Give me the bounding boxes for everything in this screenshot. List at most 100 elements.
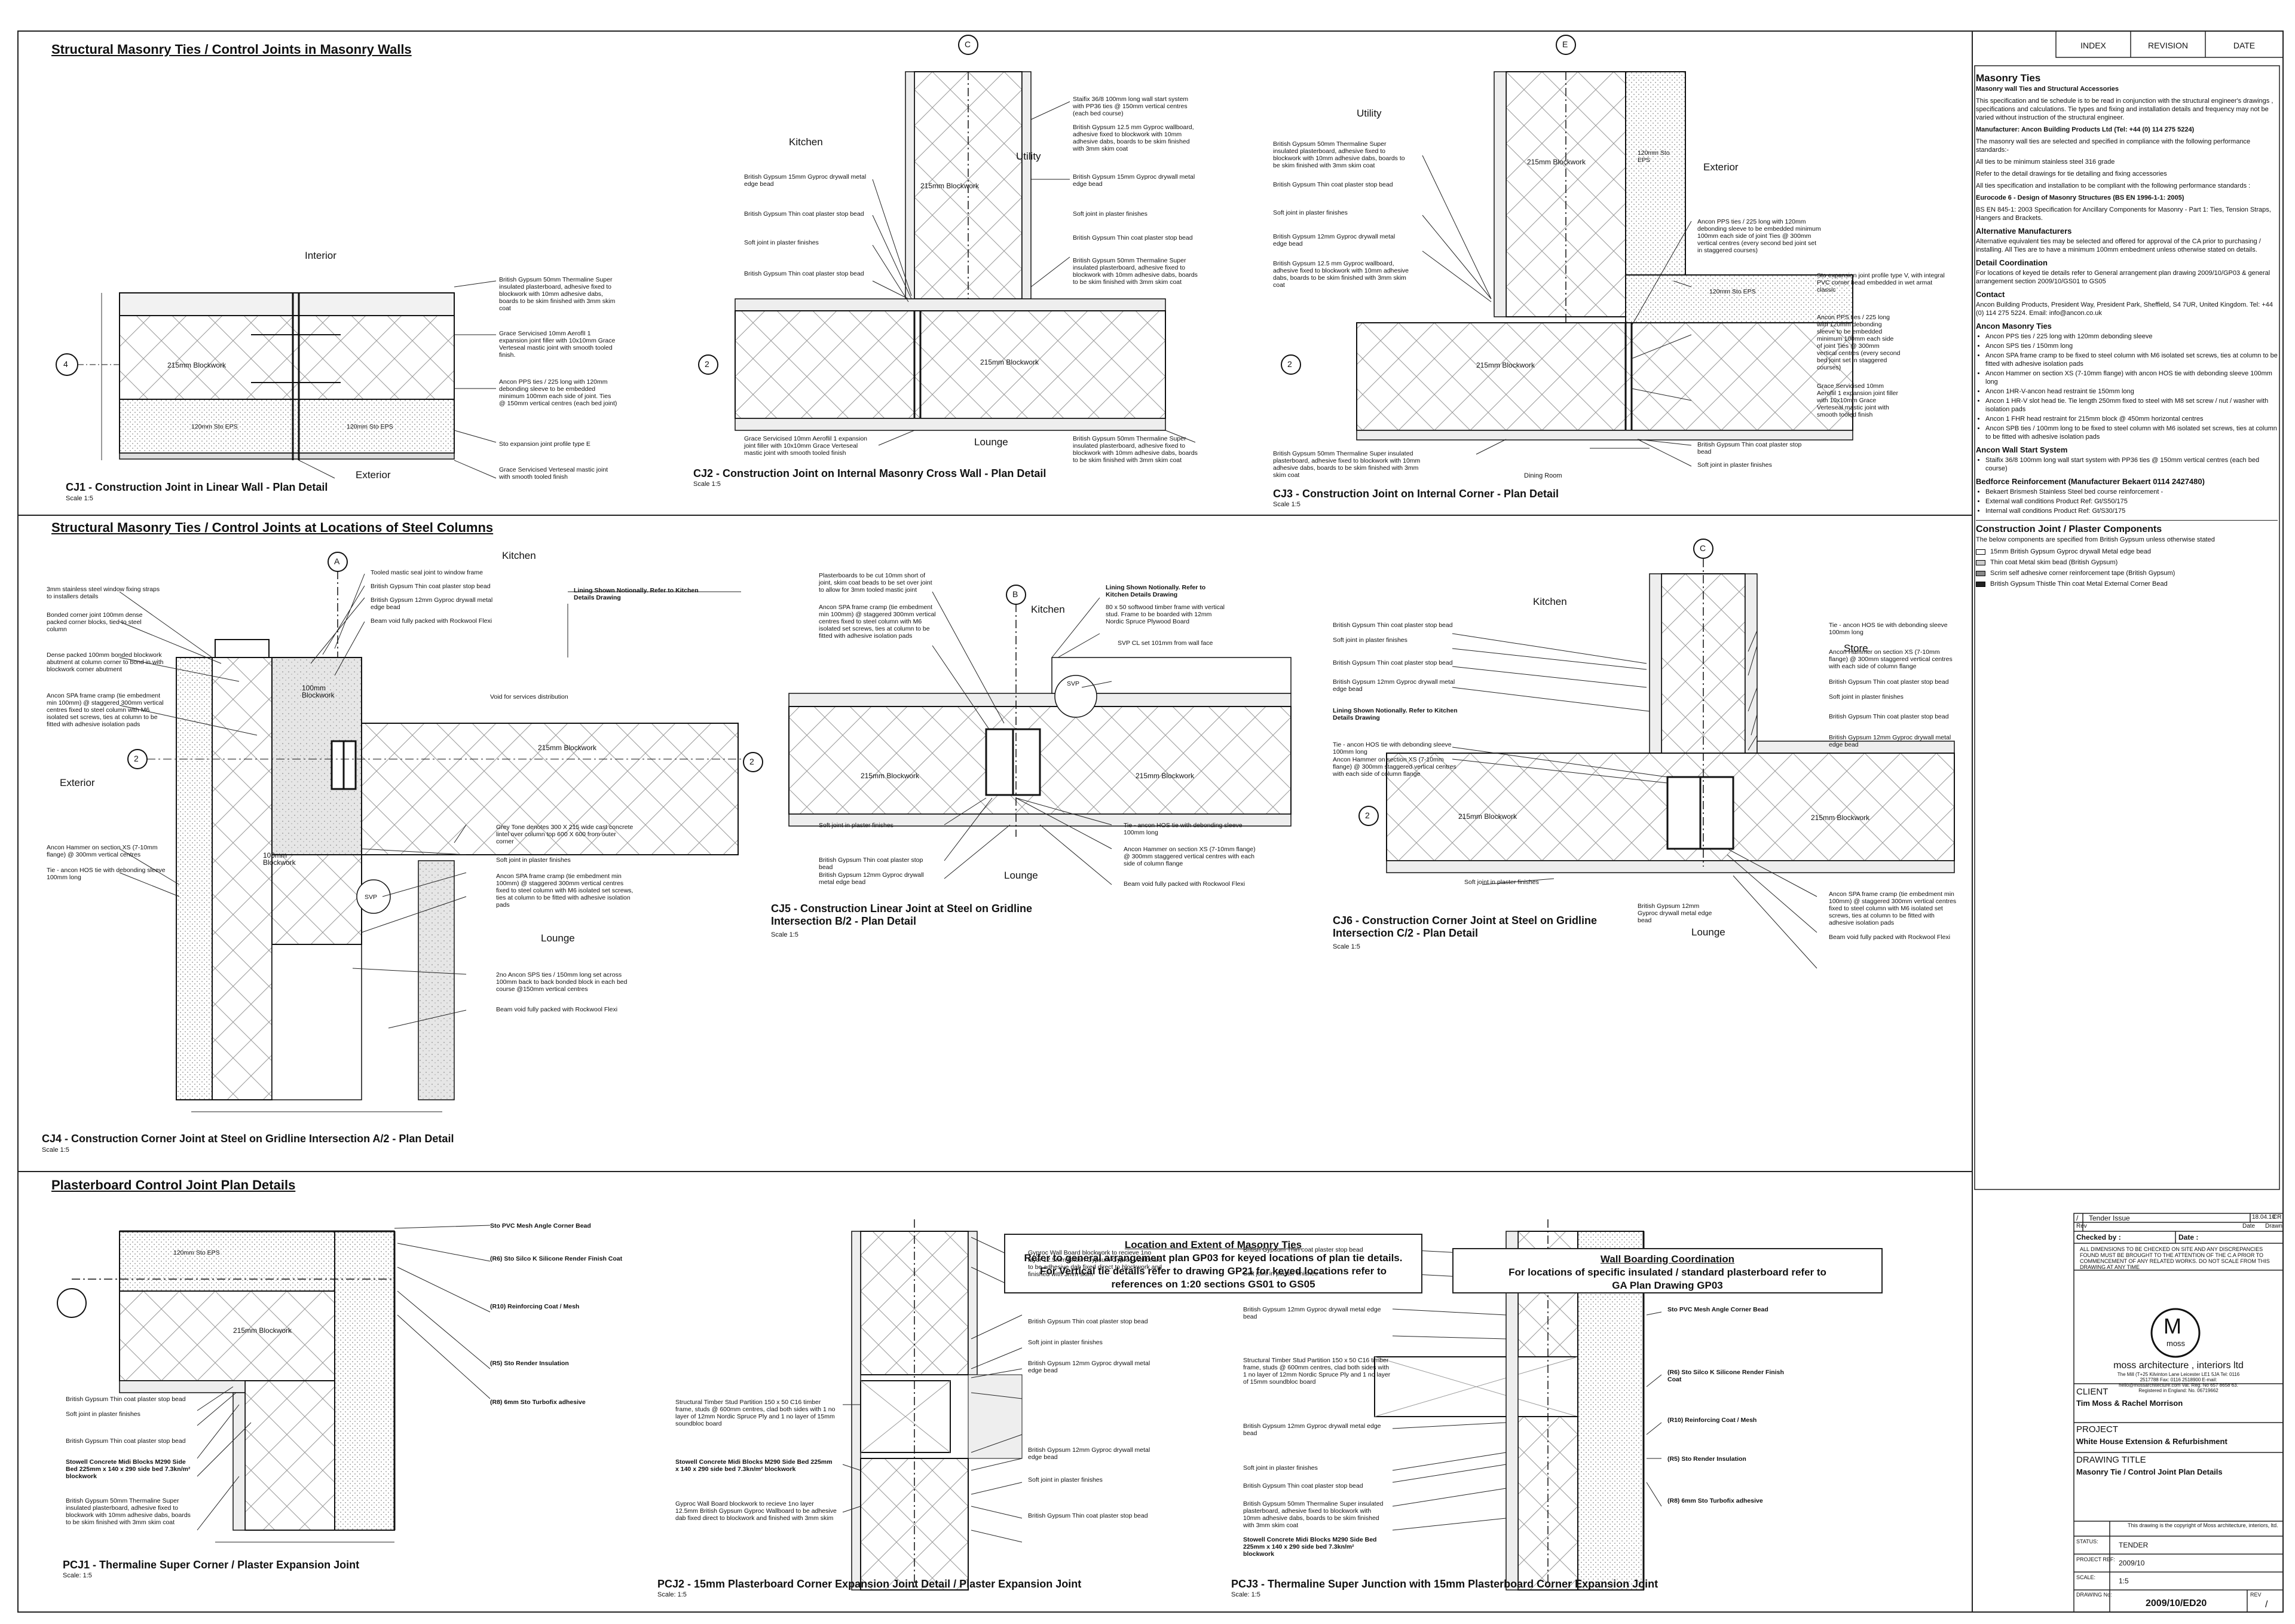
note-pcj3-timber-stud: Structural Timber Stud Partition 150 x 5…	[1243, 1357, 1391, 1386]
note-cj5-svp: SVP CL set 101mm from wall face	[1118, 640, 1213, 647]
note-pcj3-edge-bead-2: British Gypsum 12mm Gyproc drywall metal…	[1243, 1423, 1381, 1437]
note-cj6-edge-bead-right: British Gypsum 12mm Gyproc drywall metal…	[1829, 734, 1951, 748]
note-pcj2-soft-joint-2: Soft joint in plaster finishes	[1028, 1476, 1103, 1484]
note-cj4-lining: Lining Shown Notionally. Refer to Kitche…	[574, 587, 699, 601]
spec-p2: Manufacturer: Ancon Building Products Lt…	[1976, 126, 2195, 133]
note-cj4-spa-cramp: Ancon SPA frame cramp (tie embedment min…	[496, 873, 634, 909]
note-cj4-spa-cramp-left: Ancon SPA frame cramp (tie embedment min…	[47, 692, 164, 728]
list-item: Ancon 1 HR-V slot head tie. Tie length 2…	[1985, 397, 2278, 414]
note-cj5-timber-frame: 80 x 50 softwood timber frame with verti…	[1106, 604, 1225, 625]
label-blockwork-cj2: 215mm Blockwork	[980, 358, 1039, 366]
list-item: Ancon Hammer on section XS (7-10mm flang…	[1985, 369, 2278, 386]
note-cj2-edge-bead-left: British Gypsum 15mm Gyproc drywall metal…	[744, 173, 867, 188]
note-pcj2-soft-joint: Soft joint in plaster finishes	[1028, 1339, 1103, 1346]
tb-rev-label: Rev	[2076, 1223, 2087, 1230]
plaster-key-label: Thin coat Metal skim bead (British Gypsu…	[1990, 559, 2118, 566]
list-item: Ancon 1HR-V-ancon head restraint tie 150…	[1985, 387, 2278, 396]
note-pcj1-reinforcing: (R10) Reinforcing Coat / Mesh	[490, 1303, 580, 1310]
tb-dwgno: 2009/10/ED20	[2146, 1598, 2207, 1608]
masonry-box-line1: Refer to general arrangement plan GP03 f…	[1024, 1252, 1403, 1264]
wall-box-line1: For locations of specific insulated / st…	[1508, 1267, 1826, 1278]
tb-warning: ALL DIMENSIONS TO BE CHECKED ON SITE AND…	[2080, 1246, 2270, 1270]
tb-client-value: Tim Moss & Rachel Morrison	[2076, 1399, 2183, 1408]
tb-firm: moss architecture , interiors ltd	[2113, 1360, 2244, 1371]
grid-bubble-2-cj5: 2	[749, 757, 754, 766]
plaster-key-row: 15mm British Gypsum Gyproc drywall Metal…	[1976, 548, 2278, 556]
note-pcj3-turbofix: (R8) 6mm Sto Turbofix adhesive	[1667, 1497, 1763, 1504]
scale-cj5: Scale 1:5	[771, 931, 798, 938]
tb-rev-heading: REV	[2250, 1592, 2262, 1598]
note-cj6-spa-cramp: Ancon SPA frame cramp (tie embedment min…	[1829, 891, 1957, 926]
note-cj3-pps-ties-2: Ancon PPS ties / 225 long with 120mm deb…	[1817, 314, 1901, 371]
note-cj4-hammer: Ancon Hammer on section XS (7-10mm flang…	[47, 844, 158, 858]
note-cj6-soft-joint-bottom: Soft joint in plaster finishes	[1464, 879, 1539, 886]
tb-projref-label: PROJECT REF:	[2076, 1556, 2115, 1562]
note-pcj3-render-insulation: (R5) Sto Render Insulation	[1667, 1455, 1746, 1463]
note-pcj2-stop-bead: British Gypsum Thin coat plaster stop be…	[1028, 1318, 1148, 1325]
note-cj2-soft-joint-left: Soft joint in plaster finishes	[744, 239, 819, 246]
note-pcj2-stop-bead-2: British Gypsum Thin coat plaster stop be…	[1028, 1512, 1148, 1519]
note-cj5-edge-bead: British Gypsum 12mm Gyproc drywall metal…	[819, 871, 924, 886]
note-cj1-sto-profile: Sto expansion joint profile type E	[499, 441, 590, 448]
note-pcj1-turbofix: (R8) 6mm Sto Turbofix adhesive	[490, 1399, 586, 1406]
note-cj3-stop-bead: British Gypsum Thin coat plaster stop be…	[1273, 181, 1393, 188]
label-blockwork-cj1: 215mm Blockwork	[167, 361, 227, 369]
label-eps-cj3-wall: 120mm Sto EPS	[1638, 149, 1670, 164]
note-cj3-soft-joint-bottom: Soft joint in plaster finishes	[1697, 461, 1772, 469]
tb-drawing-title-heading: DRAWING TITLE	[2076, 1455, 2146, 1465]
tb-project-value: White House Extension & Refurbishment	[2076, 1437, 2227, 1446]
caption-cj5: CJ5 - Construction Linear Joint at Steel…	[771, 903, 1033, 927]
spec-contact-heading: Contact	[1976, 290, 2005, 299]
note-cj6-soft-joint-right: Soft joint in plaster finishes	[1829, 693, 1904, 701]
note-pcj3-silco: (R6) Sto Silco K Silicone Render Finish …	[1667, 1369, 1784, 1383]
note-cj4-stop-bead: British Gypsum Thin coat plaster stop be…	[371, 583, 491, 590]
note-cj5-soft-joint: Soft joint in plaster finishes	[819, 822, 893, 829]
scale-pcj2: Scale: 1:5	[657, 1591, 687, 1598]
room-exterior-cj3: Exterior	[1703, 161, 1739, 173]
note-pcj1-thermaline: British Gypsum 50mm Thermaline Super ins…	[66, 1497, 191, 1526]
detail-cj4	[119, 552, 741, 1112]
list-item: Bekaert Brismesh Stainless Steel bed cou…	[1985, 488, 2278, 496]
tb-rev-date: 18.04.10	[2252, 1214, 2275, 1221]
plaster-key-label: 15mm British Gypsum Gyproc drywall Metal…	[1990, 548, 2151, 555]
caption-pcj1: PCJ1 - Thermaline Super Corner / Plaster…	[63, 1559, 360, 1571]
label-100-block-cj4-top: 100mm Blockwork	[302, 684, 335, 699]
grid-bubble-2-cj4: 2	[134, 754, 139, 763]
plaster-key-row: Scrim self adhesive corner reinforcement…	[1976, 569, 2278, 577]
note-cj5-hos-tie: Tie - ancon HOS tie with debonding sleev…	[1124, 822, 1243, 836]
tb-date-label: Date	[2242, 1223, 2256, 1230]
note-cj2-stop-bead-right: British Gypsum Thin coat plaster stop be…	[1073, 234, 1193, 241]
tb-copyright: This drawing is the copyright of Moss ar…	[2128, 1522, 2278, 1528]
note-cj6-stop-bead-right: British Gypsum Thin coat plaster stop be…	[1829, 678, 1949, 686]
note-cj3-aeroflil: Grace Servicised 10mm Aeroflil 1 expansi…	[1817, 383, 1898, 418]
room-kitchen-cj2: Kitchen	[789, 136, 823, 148]
list-item: Ancon SPS ties / 150mm long	[1985, 342, 2278, 350]
note-pcj3-stop-bead-2: British Gypsum Thin coat plaster stop be…	[1243, 1482, 1363, 1490]
note-cj5-spa-cramp: Ancon SPA frame cramp (tie embedment min…	[819, 604, 936, 640]
scale-cj3: Scale 1:5	[1273, 501, 1300, 508]
list-item: Ancon SPB ties / 100mm long to be fixed …	[1985, 424, 2278, 441]
label-blockwork-cj3-wall: 215mm Blockwork	[1527, 158, 1586, 166]
note-cj2-aeroflil: Grace Servicised 10mm Aeroflil 1 expansi…	[744, 435, 868, 457]
note-pcj2-stowell: Stowell Concrete Midi Blocks M290 Side B…	[675, 1458, 833, 1473]
wall-box-line2: GA Plan Drawing GP03	[1612, 1280, 1723, 1291]
scale-cj1: Scale 1:5	[66, 495, 93, 502]
note-pcj1-corner-bead: Sto PVC Mesh Angle Corner Bead	[490, 1222, 591, 1230]
label-blockwork-cj5: 215mm Blockwork	[861, 772, 920, 780]
note-cj6-soft-joint: Soft joint in plaster finishes	[1333, 637, 1407, 644]
note-cj1-aeroflil: Grace Servicised 10mm AeroflI 1 expansio…	[499, 330, 616, 359]
caption-cj4: CJ4 - Construction Corner Joint at Steel…	[42, 1133, 454, 1145]
scale-cj2: Scale 1:5	[693, 481, 721, 488]
wall-boarding-box: Wall Boarding Coordination For locations…	[1452, 1248, 1883, 1293]
tb-logo-letter: M	[2164, 1314, 2181, 1338]
detail-pcj2	[842, 1219, 1023, 1591]
note-cj2-soft-joint-right: Soft joint in plaster finishes	[1073, 210, 1148, 218]
spec-title: Masonry Ties	[1976, 72, 2041, 84]
note-pcj2-edge-bead-2: British Gypsum 12mm Gyproc drywall metal…	[1028, 1446, 1150, 1461]
tb-drawn-label: Drawn	[2265, 1223, 2282, 1230]
note-pcj1-silco: (R6) Sto Silco K Silicone Render Finish …	[490, 1255, 623, 1262]
room-kitchen-cj6: Kitchen	[1533, 596, 1567, 607]
masonry-box-line2: For Vertical tie details refer to drawin…	[1039, 1265, 1387, 1277]
note-cj4-mastic: Tooled mastic seal joint to window frame	[371, 569, 483, 576]
grid-bubble-e-cj3: E	[1562, 39, 1568, 49]
